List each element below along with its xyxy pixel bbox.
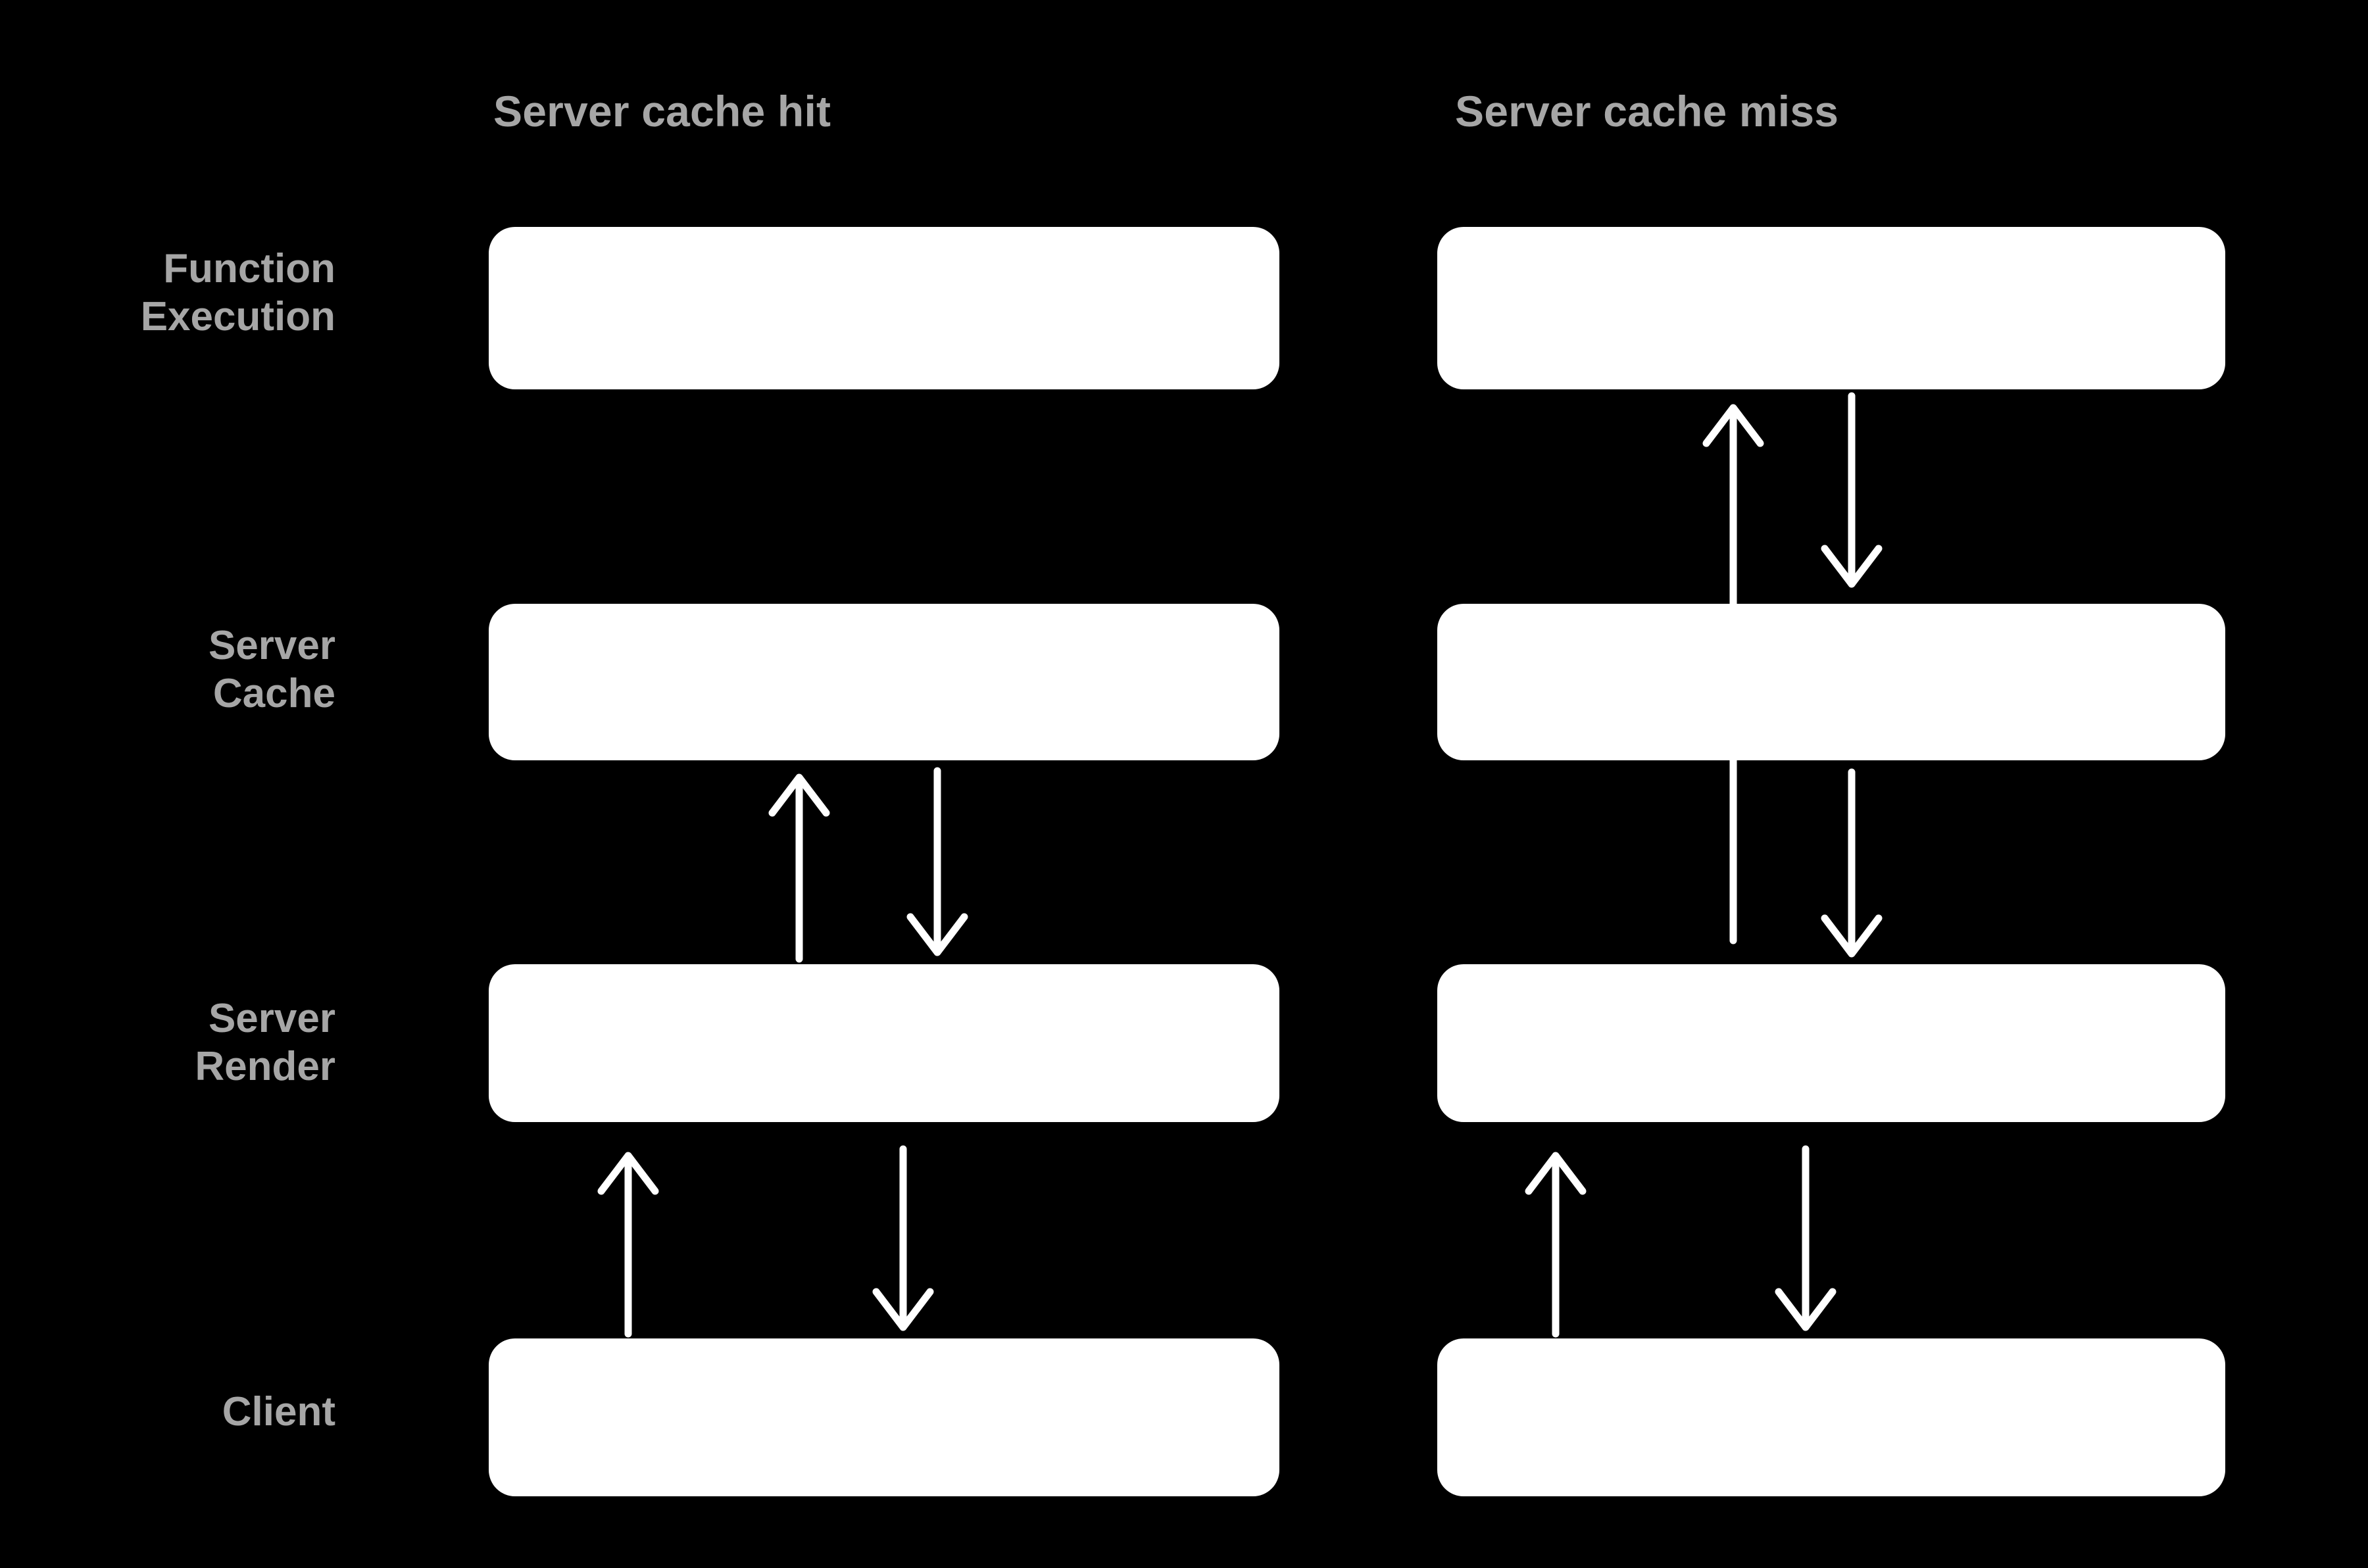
node-server-render-hit[interactable] [489,964,1279,1122]
arrow-down-render-to-client-hit [872,1145,934,1331]
node-client-miss[interactable] [1437,1338,2225,1496]
node-server-cache-miss[interactable] [1437,604,2225,760]
arrow-down-cache-to-render-hit [906,767,968,956]
lane-label-client: Client [222,1389,335,1434]
arrow-down-cache-to-render-miss [1821,768,1883,958]
column-header-server-cache-hit: Server cache hit [493,87,831,135]
arrow-up-client-to-render-miss [1525,1152,1587,1338]
node-server-render-miss[interactable] [1437,964,2225,1122]
lane-label-server-cache: Server Cache [208,623,335,717]
node-client-hit[interactable] [489,1338,1279,1496]
arrow-up-client-to-render-hit [597,1152,659,1338]
arrow-down-render-to-client-miss [1775,1145,1837,1331]
arrow-down-function-execution-to-cache-miss [1821,392,1883,588]
column-header-server-cache-miss: Server cache miss [1455,87,1839,135]
arrow-up-render-to-cache-hit [768,773,830,963]
node-function-execution-miss[interactable] [1437,227,2225,389]
lane-label-function-execution: Function Execution [140,246,335,340]
node-function-execution-hit[interactable] [489,227,1279,389]
node-server-cache-hit[interactable] [489,604,1279,760]
lane-label-server-render: Server Render [195,996,335,1090]
